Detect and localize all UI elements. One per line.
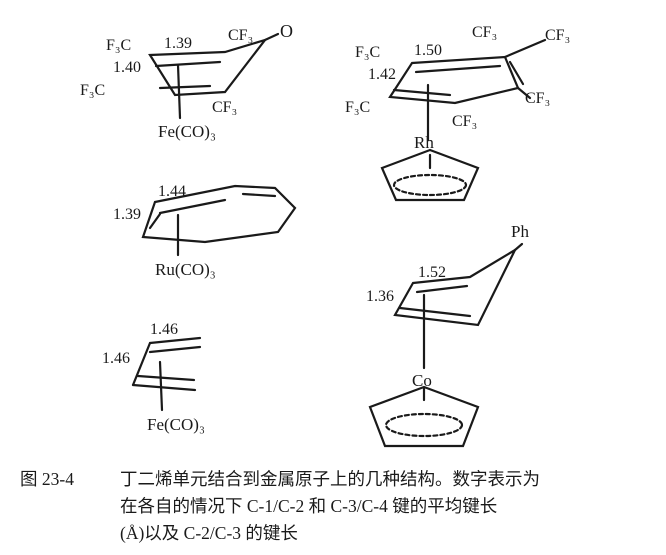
s1-label-oxygen: O bbox=[280, 21, 293, 41]
s2-label-f3c-top: F₃C bbox=[355, 44, 380, 61]
s2-bond-length-1: 1.50 bbox=[414, 42, 442, 59]
s2-bond-length-2: 1.42 bbox=[368, 66, 396, 83]
s5-bond-length-1: 1.46 bbox=[150, 321, 178, 338]
s3-metal: Ru(CO)₃ bbox=[155, 260, 216, 279]
s2-label-cf3-top: CF₃ bbox=[472, 24, 497, 41]
caption-line-1: 图 23-4 丁二烯单元结合到金属原子上的几种结构。数字表示为 bbox=[20, 466, 660, 493]
s3-bond-length-2: 1.39 bbox=[113, 206, 141, 223]
structure-5 bbox=[131, 336, 202, 412]
caption-line-3: (Å)以及 C-2/C-3 的键长 bbox=[120, 523, 298, 544]
caption-line-2: 在各自的情况下 C-1/C-2 和 C-3/C-4 键的平均键长 bbox=[120, 496, 498, 517]
structure-2 bbox=[380, 38, 547, 202]
s2-label-f3c-left: F₃C bbox=[345, 99, 370, 116]
s4-metal: Co bbox=[412, 371, 432, 390]
s2-label-cf3-right-top: CF₃ bbox=[545, 27, 570, 44]
s2-label-cf3-bottom: CF₃ bbox=[452, 113, 477, 130]
s1-label-cf3-top: CF₃ bbox=[228, 27, 253, 44]
figure-structures: F₃C F₃C CF₃ CF₃ O 1.39 1.40 Fe(CO)₃ F₃C … bbox=[80, 21, 570, 448]
s4-bond-length-2: 1.36 bbox=[366, 288, 394, 305]
s3-bond-length-1: 1.44 bbox=[158, 183, 186, 200]
figure-caption: 图 23-4 丁二烯单元结合到金属原子上的几种结构。数字表示为 在各自的情况下 C… bbox=[20, 466, 660, 547]
s1-metal: Fe(CO)₃ bbox=[158, 122, 216, 141]
s1-label-cf3-bottom: CF₃ bbox=[212, 99, 237, 116]
caption-text-1: 丁二烯单元结合到金属原子上的几种结构。数字表示为 bbox=[120, 469, 540, 489]
structure-1 bbox=[148, 32, 280, 120]
s2-label-cf3-right: CF₃ bbox=[525, 90, 550, 107]
s1-bond-length-1: 1.39 bbox=[164, 35, 192, 52]
figure-number: 图 23-4 bbox=[20, 469, 74, 489]
s4-label-ph: Ph bbox=[511, 222, 529, 241]
structure-3 bbox=[141, 184, 297, 257]
s1-bond-length-2: 1.40 bbox=[113, 59, 141, 76]
structure-4 bbox=[368, 242, 524, 448]
s1-label-f3c-top: F₃C bbox=[106, 37, 131, 54]
s4-bond-length-1: 1.52 bbox=[418, 264, 446, 281]
s1-label-f3c-left: F₃C bbox=[80, 82, 105, 99]
s5-metal: Fe(CO)₃ bbox=[147, 415, 205, 434]
s5-bond-length-2: 1.46 bbox=[102, 350, 130, 367]
s2-metal: Rh bbox=[414, 133, 434, 152]
